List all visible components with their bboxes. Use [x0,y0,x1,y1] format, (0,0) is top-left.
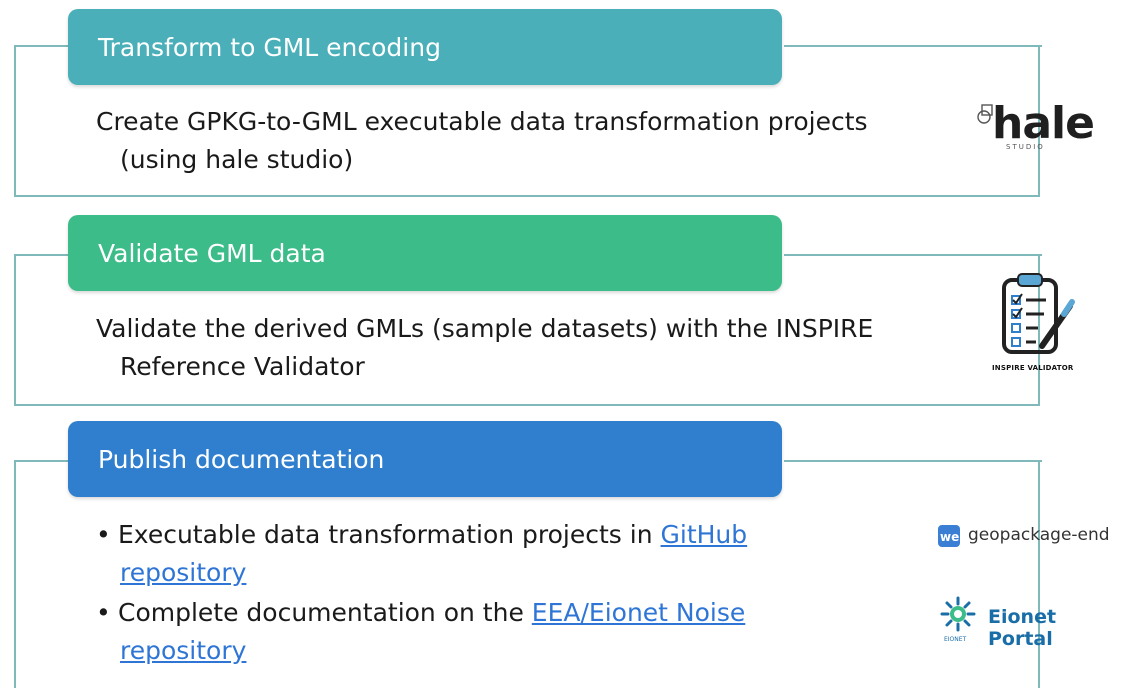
eea-eionet-noise-link[interactable]: EEA/Eionet Noise [531,598,746,627]
inspire-validator-caption: INSPIRE VALIDATOR [992,364,1074,372]
eionet-portal-label: Eionet Portal [988,606,1057,650]
github-repository-link[interactable]: repository [120,558,247,587]
bullet-dot: • [96,598,111,627]
github-pages-icon: we [938,525,960,547]
section-validate-line2: Reference Validator [120,352,365,381]
bullet-eionet: •Complete documentation on the EEA/Eione… [96,594,916,670]
section-transform-line1: Create GPKG-to-GML executable data trans… [96,107,868,136]
section-transform-title: Transform to GML encoding [98,32,441,62]
section-transform-frame [14,45,1042,197]
eionet-portal-badge[interactable]: EIONET Eionet Portal [938,594,1122,650]
section-validate-header: Validate GML data [68,215,782,291]
github-link[interactable]: GitHub [660,520,748,549]
svg-text:we: we [940,530,959,544]
section-publish-header: Publish documentation [68,421,782,497]
eionet-sun-icon [940,596,976,632]
section-transform-header: Transform to GML encoding [68,9,782,85]
section-transform-line2: (using hale studio) [120,145,354,174]
eionet-repository-link[interactable]: repository [120,636,247,665]
hale-word: hale [992,98,1095,149]
inspire-validator-logo: INSPIRE VALIDATOR [980,268,1084,378]
eionet-sub-label: EIONET [944,636,967,643]
section-publish-frame [14,460,1042,688]
section-validate-line1: Validate the derived GMLs (sample datase… [96,314,874,343]
bullet-github-text: Executable data transformation projects … [118,520,661,549]
clipboard-checklist-icon [1002,273,1075,354]
hale-studio-word: STUDIO [1006,143,1045,151]
section-validate-frame [14,254,1042,406]
geopackage-end-badge[interactable]: we geopackage-end [938,523,1122,549]
bullet-eionet-text: Complete documentation on the [118,598,532,627]
section-publish-title: Publish documentation [98,444,385,474]
section-transform-text: Create GPKG-to-GML executable data trans… [96,103,976,179]
geopackage-end-label: geopackage-end [968,525,1110,545]
hale-cube-icon [977,104,993,124]
section-validate-text: Validate the derived GMLs (sample datase… [96,310,976,386]
hale-studio-logo: hale STUDIO [976,98,1095,152]
bullet-github: •Executable data transformation projects… [96,516,916,592]
section-validate-title: Validate GML data [98,238,326,268]
bullet-dot: • [96,520,111,549]
